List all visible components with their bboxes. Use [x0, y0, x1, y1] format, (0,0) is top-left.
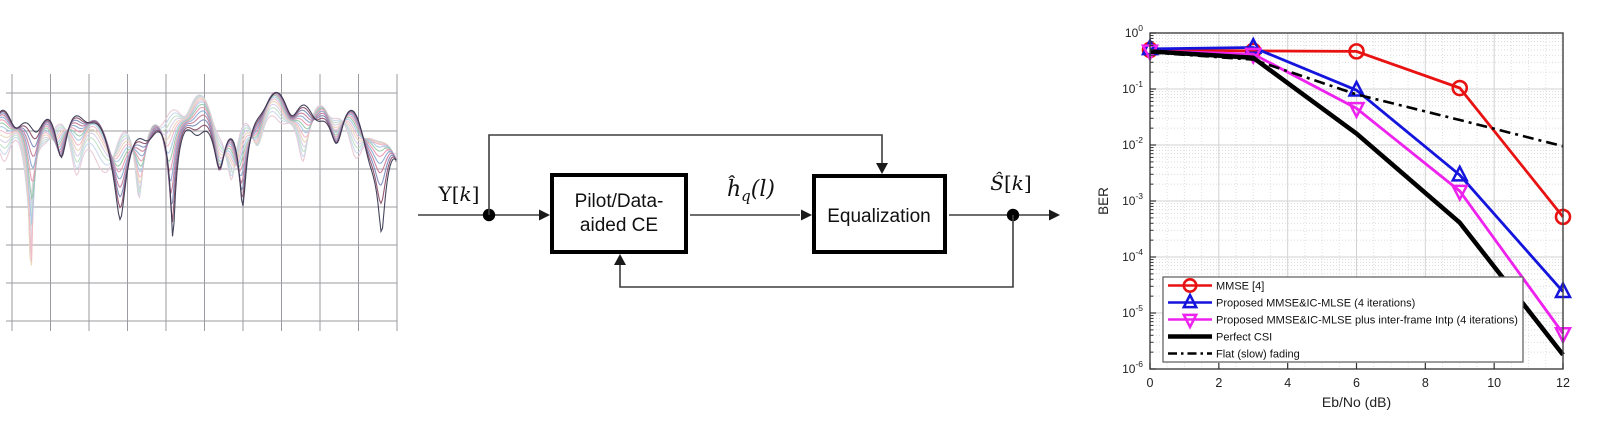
- x-tick-label: 6: [1353, 376, 1360, 390]
- marker-circle: [1348, 43, 1365, 60]
- marker-circle: [1182, 277, 1198, 293]
- y-tick-label: 100: [1125, 23, 1143, 40]
- legend-label: Perfect CSI: [1216, 332, 1272, 344]
- legend-entry-perfect-csi: Perfect CSI: [1168, 332, 1272, 344]
- x-axis-label: Eb/No (dB): [1322, 394, 1391, 410]
- marker-triangle-down: [1347, 101, 1366, 120]
- input-arrowhead-icon: [539, 209, 550, 221]
- marker-circle: [1451, 79, 1469, 97]
- y-tick-label: 10-6: [1122, 359, 1143, 376]
- legend-label: Flat (slow) fading: [1216, 349, 1300, 361]
- legend-entry-mmse-4: MMSE [4]: [1168, 277, 1264, 293]
- channel-response-curve: [0, 91, 397, 206]
- channel-response-curve: [0, 92, 397, 237]
- equalization-block-label: Equalization: [827, 206, 931, 227]
- series-line-mmse-4: [1149, 48, 1565, 218]
- input-signal-label: Y[k]: [438, 182, 480, 206]
- x-tick-label: 10: [1487, 376, 1501, 390]
- series-line-proposed-mmse-ic-mlse-plus-inter-frame-intp-4-iterations: [1149, 49, 1565, 335]
- y-tick-label: 10-3: [1122, 191, 1143, 208]
- y-tick-label: 10-5: [1122, 303, 1143, 320]
- marker-triangle-up: [1450, 164, 1469, 182]
- estimate-arrowhead-icon: [801, 209, 812, 221]
- channel-response-plot: [0, 74, 398, 331]
- x-tick-label: 0: [1147, 376, 1154, 390]
- y-tick-label: 10-2: [1122, 135, 1143, 152]
- legend-label: Proposed MMSE&IC-MLSE plus inter-frame I…: [1216, 315, 1518, 327]
- y-tick-label: 10-1: [1122, 79, 1143, 96]
- ber-chart-ticks: [1149, 32, 1564, 370]
- legend-entry-proposed-mmse-ic-mlse-4-iterations: Proposed MMSE&IC-MLSE (4 iterations): [1168, 292, 1415, 310]
- feedback-arrowhead-icon: [614, 254, 626, 265]
- x-tick-label: 4: [1284, 376, 1291, 390]
- legend-entry-flat-slow-fading: Flat (slow) fading: [1168, 349, 1300, 361]
- ber-chart: 100 10-1 10-2 10-3 10-4 10-5 10-6 0 2 4 6 8 10 12Eb/N…: [1096, 23, 1573, 410]
- marker-triangle-up: [1181, 292, 1199, 309]
- x-tick-label: 2: [1215, 376, 1222, 390]
- bypass-line: [488, 134, 883, 215]
- series-line-perfect-csi: [1149, 49, 1565, 357]
- marker-triangle-down: [1181, 313, 1199, 330]
- output-arrowhead-icon: [1049, 209, 1060, 221]
- series-line-flat-slow-fading: [1149, 51, 1564, 148]
- output-signal-label: Ŝ[k]: [990, 170, 1031, 195]
- y-tick-label: 10-4: [1122, 247, 1143, 264]
- x-tick-label: 8: [1422, 376, 1429, 390]
- series-line-proposed-mmse-ic-mlse-4-iterations: [1149, 46, 1565, 293]
- legend-box: [1162, 276, 1524, 363]
- legend-entry-proposed-mmse-ic-mlse-plus-inter-frame-intp-4-iterations: Proposed MMSE&IC-MLSE plus inter-frame I…: [1168, 313, 1518, 330]
- feedback-line: [619, 215, 1014, 288]
- channel-estimation-block: [550, 173, 688, 254]
- marker-triangle-up: [1347, 79, 1366, 97]
- marker-triangle-down: [1450, 184, 1469, 203]
- channel-estimate-label: ĥq(l): [727, 175, 775, 205]
- channel-response-curve: [0, 96, 397, 225]
- channel-response-curve: [0, 91, 397, 223]
- y-axis-label: BER: [1096, 187, 1111, 215]
- bypass-arrowhead-icon: [876, 163, 888, 174]
- ber-chart-legend: MMSE [4] Proposed MMSE&IC-MLSE (4 iterati…: [1162, 276, 1524, 363]
- x-tick-label: 12: [1556, 376, 1570, 390]
- channel-response-curve: [0, 95, 397, 233]
- left-plot-grid: [6, 74, 398, 331]
- channel-estimation-block-label: Pilot/Data-aided CE: [575, 191, 664, 236]
- receiver-block-diagram: Y[k] Pilot/Data-aided CE ĥq(l) Equalizat…: [418, 134, 1060, 288]
- legend-label: Proposed MMSE&IC-MLSE (4 iterations): [1216, 298, 1415, 310]
- legend-label: MMSE [4]: [1216, 281, 1264, 293]
- equalization-block: [812, 174, 947, 254]
- ber-series-group: [1140, 36, 1573, 357]
